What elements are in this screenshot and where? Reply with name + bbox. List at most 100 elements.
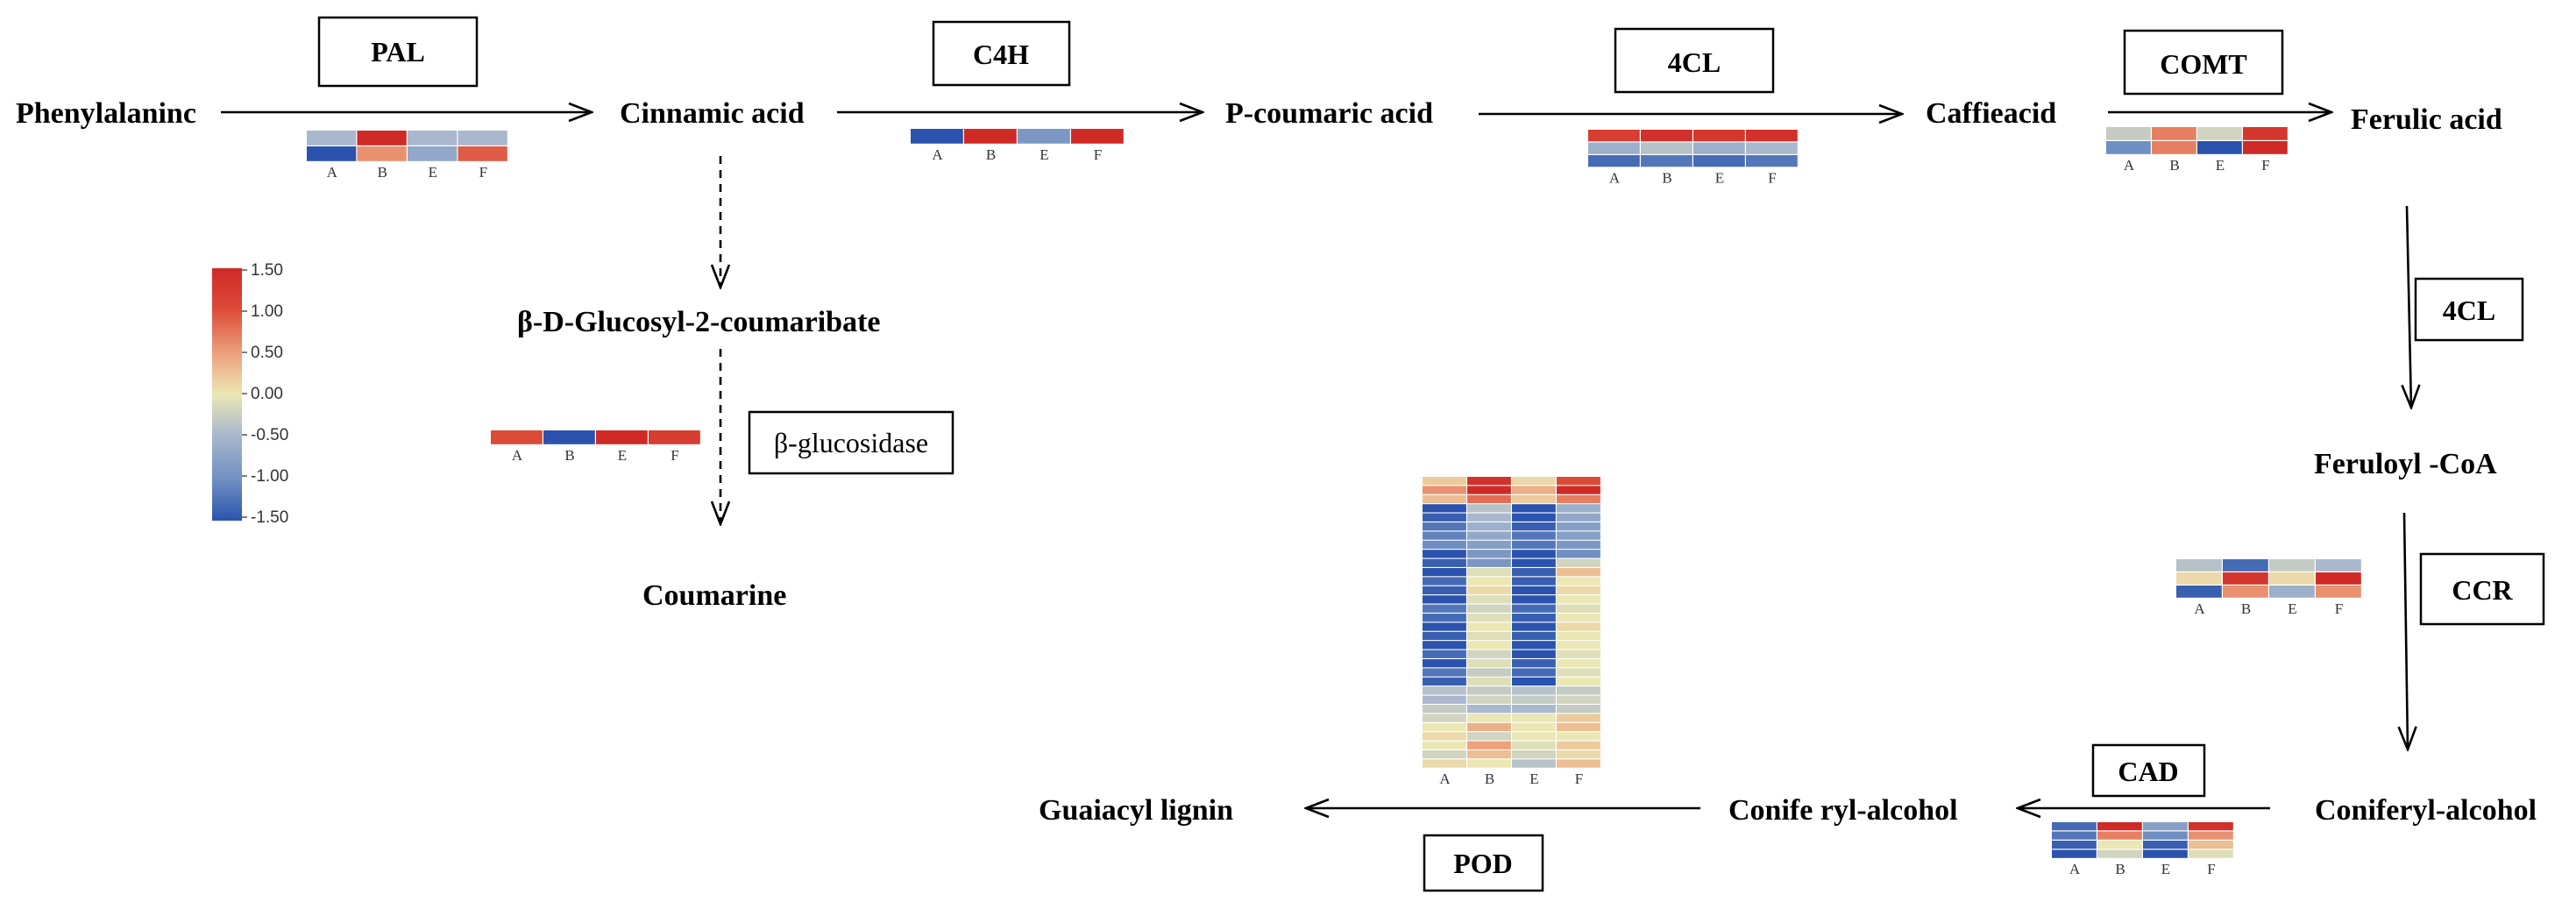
heatmap-cell bbox=[1512, 486, 1556, 494]
heatmap-cell bbox=[1423, 531, 1466, 540]
heatmap-cell bbox=[2143, 822, 2188, 831]
heatmap-cell bbox=[1557, 586, 1600, 595]
heatmap-cell bbox=[1467, 486, 1511, 494]
heatmap-cell bbox=[1423, 604, 1466, 613]
heatmap-cell bbox=[1557, 650, 1600, 658]
heatmap-cell bbox=[1467, 686, 1511, 695]
enzyme-box-4cl-top: 4CL bbox=[1614, 27, 1775, 94]
heatmap-cell bbox=[2143, 841, 2188, 849]
heatmap-cell bbox=[1512, 714, 1556, 722]
heatmap-cell bbox=[1557, 686, 1600, 695]
heatmap-cell bbox=[2189, 849, 2233, 858]
heatmap-cell bbox=[1467, 604, 1511, 613]
heatmap-cell bbox=[2223, 559, 2268, 572]
heatmap-column-label: A bbox=[512, 447, 523, 464]
heatmap-cell bbox=[1557, 722, 1600, 732]
heatmap-cell bbox=[1423, 522, 1466, 531]
heatmap-cell bbox=[1467, 568, 1511, 577]
heatmap-cell bbox=[2052, 841, 2097, 849]
heatmap-cell bbox=[911, 129, 963, 144]
heatmap-cell bbox=[1693, 155, 1745, 167]
heatmap-cell bbox=[1557, 741, 1600, 749]
heatmap-column-label: E bbox=[1040, 146, 1048, 163]
heatmap-cell bbox=[1467, 659, 1511, 668]
heatmap-cell bbox=[1467, 722, 1511, 732]
heatmap-cell bbox=[1512, 504, 1556, 513]
heatmap-cell bbox=[1467, 558, 1511, 567]
compound-coniferyl-alcohol: Coniferyl-alcohol bbox=[2315, 794, 2537, 827]
heatmap-cell bbox=[2223, 572, 2268, 585]
color-scale-tick-label: 0.00 bbox=[251, 385, 283, 403]
heatmap-cell bbox=[1467, 577, 1511, 586]
heatmap-column-label: F bbox=[1768, 170, 1776, 187]
heatmap-cell bbox=[1512, 604, 1556, 613]
heatmap-cell bbox=[1423, 677, 1466, 686]
heatmap-cell bbox=[1512, 586, 1556, 595]
enzyme-label-cad: CAD bbox=[2118, 756, 2178, 787]
heatmap-cell bbox=[1557, 732, 1600, 741]
heatmap-cell bbox=[2243, 127, 2288, 140]
compound-phenylalanine: Phenylalaninc bbox=[16, 97, 196, 130]
compound-cinnamic-acid: Cinnamic acid bbox=[620, 97, 805, 130]
heatmap-cell bbox=[1512, 477, 1556, 486]
heatmap-cell bbox=[1557, 641, 1600, 650]
color-scale-tick-label: 1.00 bbox=[251, 302, 283, 321]
enzyme-box-comt: COMT bbox=[2123, 29, 2284, 96]
heatmap-cell bbox=[1423, 750, 1466, 759]
heatmap-cell bbox=[1467, 531, 1511, 540]
heatmap-cell bbox=[2097, 831, 2142, 840]
compound-feruloyl-coa: Feruloyl -CoA bbox=[2314, 448, 2497, 480]
heatmap-column-label: F bbox=[2261, 157, 2269, 174]
heatmap-cell bbox=[1512, 614, 1556, 622]
heatmap-column-label: F bbox=[671, 447, 678, 464]
heatmap-column-label: E bbox=[2161, 861, 2170, 877]
compound-p-coumaric-acid: P-coumaric acid bbox=[1225, 97, 1433, 130]
arrow-ferulic-to-feruloyl bbox=[2407, 205, 2411, 408]
heatmap-cell bbox=[1423, 513, 1466, 522]
heatmap-cell bbox=[1423, 741, 1466, 749]
heatmap-column-label: E bbox=[429, 164, 437, 181]
heatmap-column-label: F bbox=[1094, 146, 1102, 163]
heatmap-cell bbox=[1557, 477, 1600, 486]
heatmap-cell bbox=[1467, 477, 1511, 486]
heatmap-cell bbox=[1557, 577, 1600, 586]
enzyme-box-c4h: C4H bbox=[932, 20, 1071, 87]
compound-guaiacyl-lignin: Guaiacyl lignin bbox=[1039, 794, 1233, 827]
heatmap-cell bbox=[2223, 586, 2268, 598]
heatmap-cell bbox=[1588, 130, 1640, 142]
heatmap-cell bbox=[1423, 695, 1466, 704]
compound-coumarine: Coumarine bbox=[642, 579, 786, 612]
heatmap-cell bbox=[1423, 668, 1466, 677]
heatmap-cell bbox=[1557, 522, 1600, 531]
heatmap-cell bbox=[1512, 741, 1556, 749]
heatmap-cell bbox=[1557, 659, 1600, 668]
heatmap-cell bbox=[2189, 831, 2233, 840]
heatmap-cell bbox=[408, 131, 458, 146]
heatmap-cell bbox=[1512, 595, 1556, 604]
heatmap-cell bbox=[1512, 522, 1556, 531]
compound-caffeic-acid: Caffieacid bbox=[1926, 97, 2056, 130]
heatmap-cell bbox=[458, 131, 507, 146]
heatmap-cell bbox=[2189, 822, 2233, 831]
heatmap-column-label: A bbox=[2194, 600, 2205, 617]
heatmap-cell bbox=[1557, 568, 1600, 577]
heatmap-cell bbox=[1467, 614, 1511, 622]
heatmap-cell bbox=[1512, 759, 1556, 768]
heatmap-cell bbox=[1512, 641, 1556, 650]
enzyme-box-4cl-right: 4CL bbox=[2414, 277, 2524, 342]
heatmap-cell bbox=[1423, 650, 1466, 658]
color-scale-bar bbox=[212, 268, 242, 521]
heatmap-cell bbox=[491, 430, 543, 444]
heatmap-column-label: A bbox=[327, 164, 338, 181]
heatmap-cell bbox=[1467, 550, 1511, 558]
enzyme-label-comt: COMT bbox=[2160, 48, 2247, 80]
heatmap-cell bbox=[2052, 822, 2097, 831]
heatmap-cell bbox=[1557, 531, 1600, 540]
heatmap-cell bbox=[1512, 732, 1556, 741]
heatmap-cell bbox=[1557, 622, 1600, 631]
